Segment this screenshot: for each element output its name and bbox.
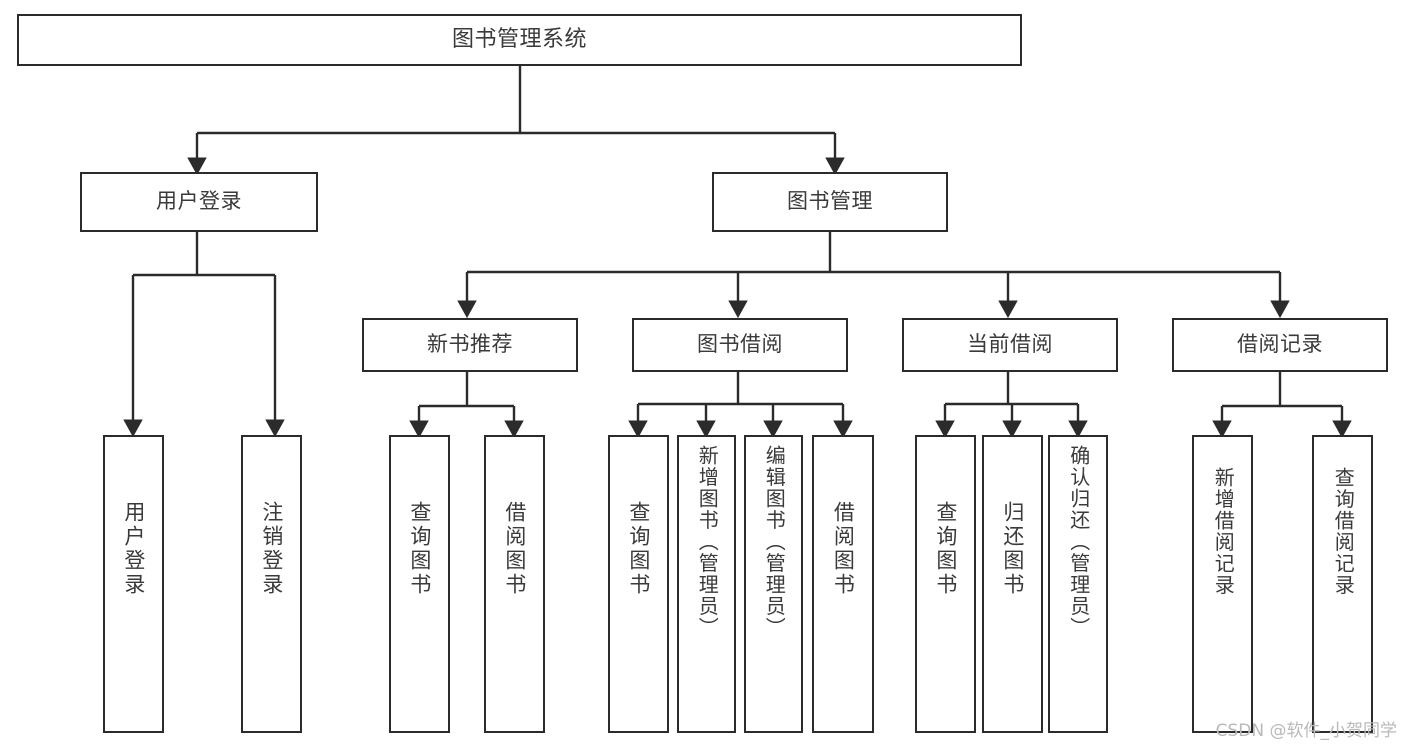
- leaf-query-book-2-label: 查询图书: [626, 501, 651, 597]
- leaf-add-book[interactable]: 新增图书（管理员）: [677, 435, 736, 733]
- node-user-login[interactable]: 用户登录: [80, 172, 318, 232]
- leaf-query-book-1[interactable]: 查询图书: [389, 435, 450, 733]
- leaf-user-login[interactable]: 用户登录: [103, 435, 164, 733]
- node-new-book-recommend[interactable]: 新书推荐: [362, 318, 578, 372]
- leaf-user-logout-label: 注销登录: [259, 501, 284, 597]
- node-borrow-record-label: 借阅记录: [1237, 332, 1323, 357]
- leaf-add-record[interactable]: 新增借阅记录: [1192, 435, 1253, 733]
- leaf-user-login-label: 用户登录: [121, 501, 146, 597]
- node-book-borrow-label: 图书借阅: [697, 332, 783, 357]
- leaf-borrow-book-2-label: 借阅图书: [831, 501, 856, 597]
- leaf-query-record-label: 查询借阅记录: [1331, 467, 1356, 596]
- leaf-user-logout[interactable]: 注销登录: [241, 435, 302, 733]
- leaf-add-record-label: 新增借阅记录: [1211, 467, 1236, 596]
- leaf-query-book-3[interactable]: 查询图书: [915, 435, 976, 733]
- leaf-query-record[interactable]: 查询借阅记录: [1312, 435, 1373, 733]
- leaf-query-book-2[interactable]: 查询图书: [608, 435, 669, 733]
- leaf-query-book-3-label: 查询图书: [933, 501, 958, 597]
- node-root-label: 图书管理系统: [451, 26, 587, 52]
- node-current-borrow[interactable]: 当前借阅: [902, 318, 1118, 372]
- leaf-add-book-label: 新增图书（管理员）: [695, 445, 720, 639]
- leaf-borrow-book-1-label: 借阅图书: [502, 501, 527, 597]
- leaf-borrow-book-2[interactable]: 借阅图书: [812, 435, 874, 733]
- leaf-edit-book[interactable]: 编辑图书（管理员）: [744, 435, 803, 733]
- node-new-book-recommend-label: 新书推荐: [427, 332, 513, 357]
- node-book-manage[interactable]: 图书管理: [712, 172, 948, 232]
- node-user-login-label: 用户登录: [156, 189, 242, 214]
- node-book-borrow[interactable]: 图书借阅: [632, 318, 848, 372]
- leaf-return-book-label: 归还图书: [1000, 501, 1025, 597]
- watermark: CSDN @软件_小贺同学: [1215, 721, 1397, 741]
- leaf-return-book[interactable]: 归还图书: [982, 435, 1043, 733]
- node-current-borrow-label: 当前借阅: [967, 332, 1053, 357]
- leaf-edit-book-label: 编辑图书（管理员）: [762, 445, 787, 639]
- leaf-confirm-return-label: 确认归还（管理员）: [1066, 445, 1091, 639]
- leaf-borrow-book-1[interactable]: 借阅图书: [484, 435, 545, 733]
- node-root[interactable]: 图书管理系统: [17, 14, 1022, 66]
- leaf-confirm-return[interactable]: 确认归还（管理员）: [1048, 435, 1108, 733]
- node-borrow-record[interactable]: 借阅记录: [1172, 318, 1388, 372]
- node-book-manage-label: 图书管理: [787, 189, 873, 214]
- leaf-query-book-1-label: 查询图书: [407, 501, 432, 597]
